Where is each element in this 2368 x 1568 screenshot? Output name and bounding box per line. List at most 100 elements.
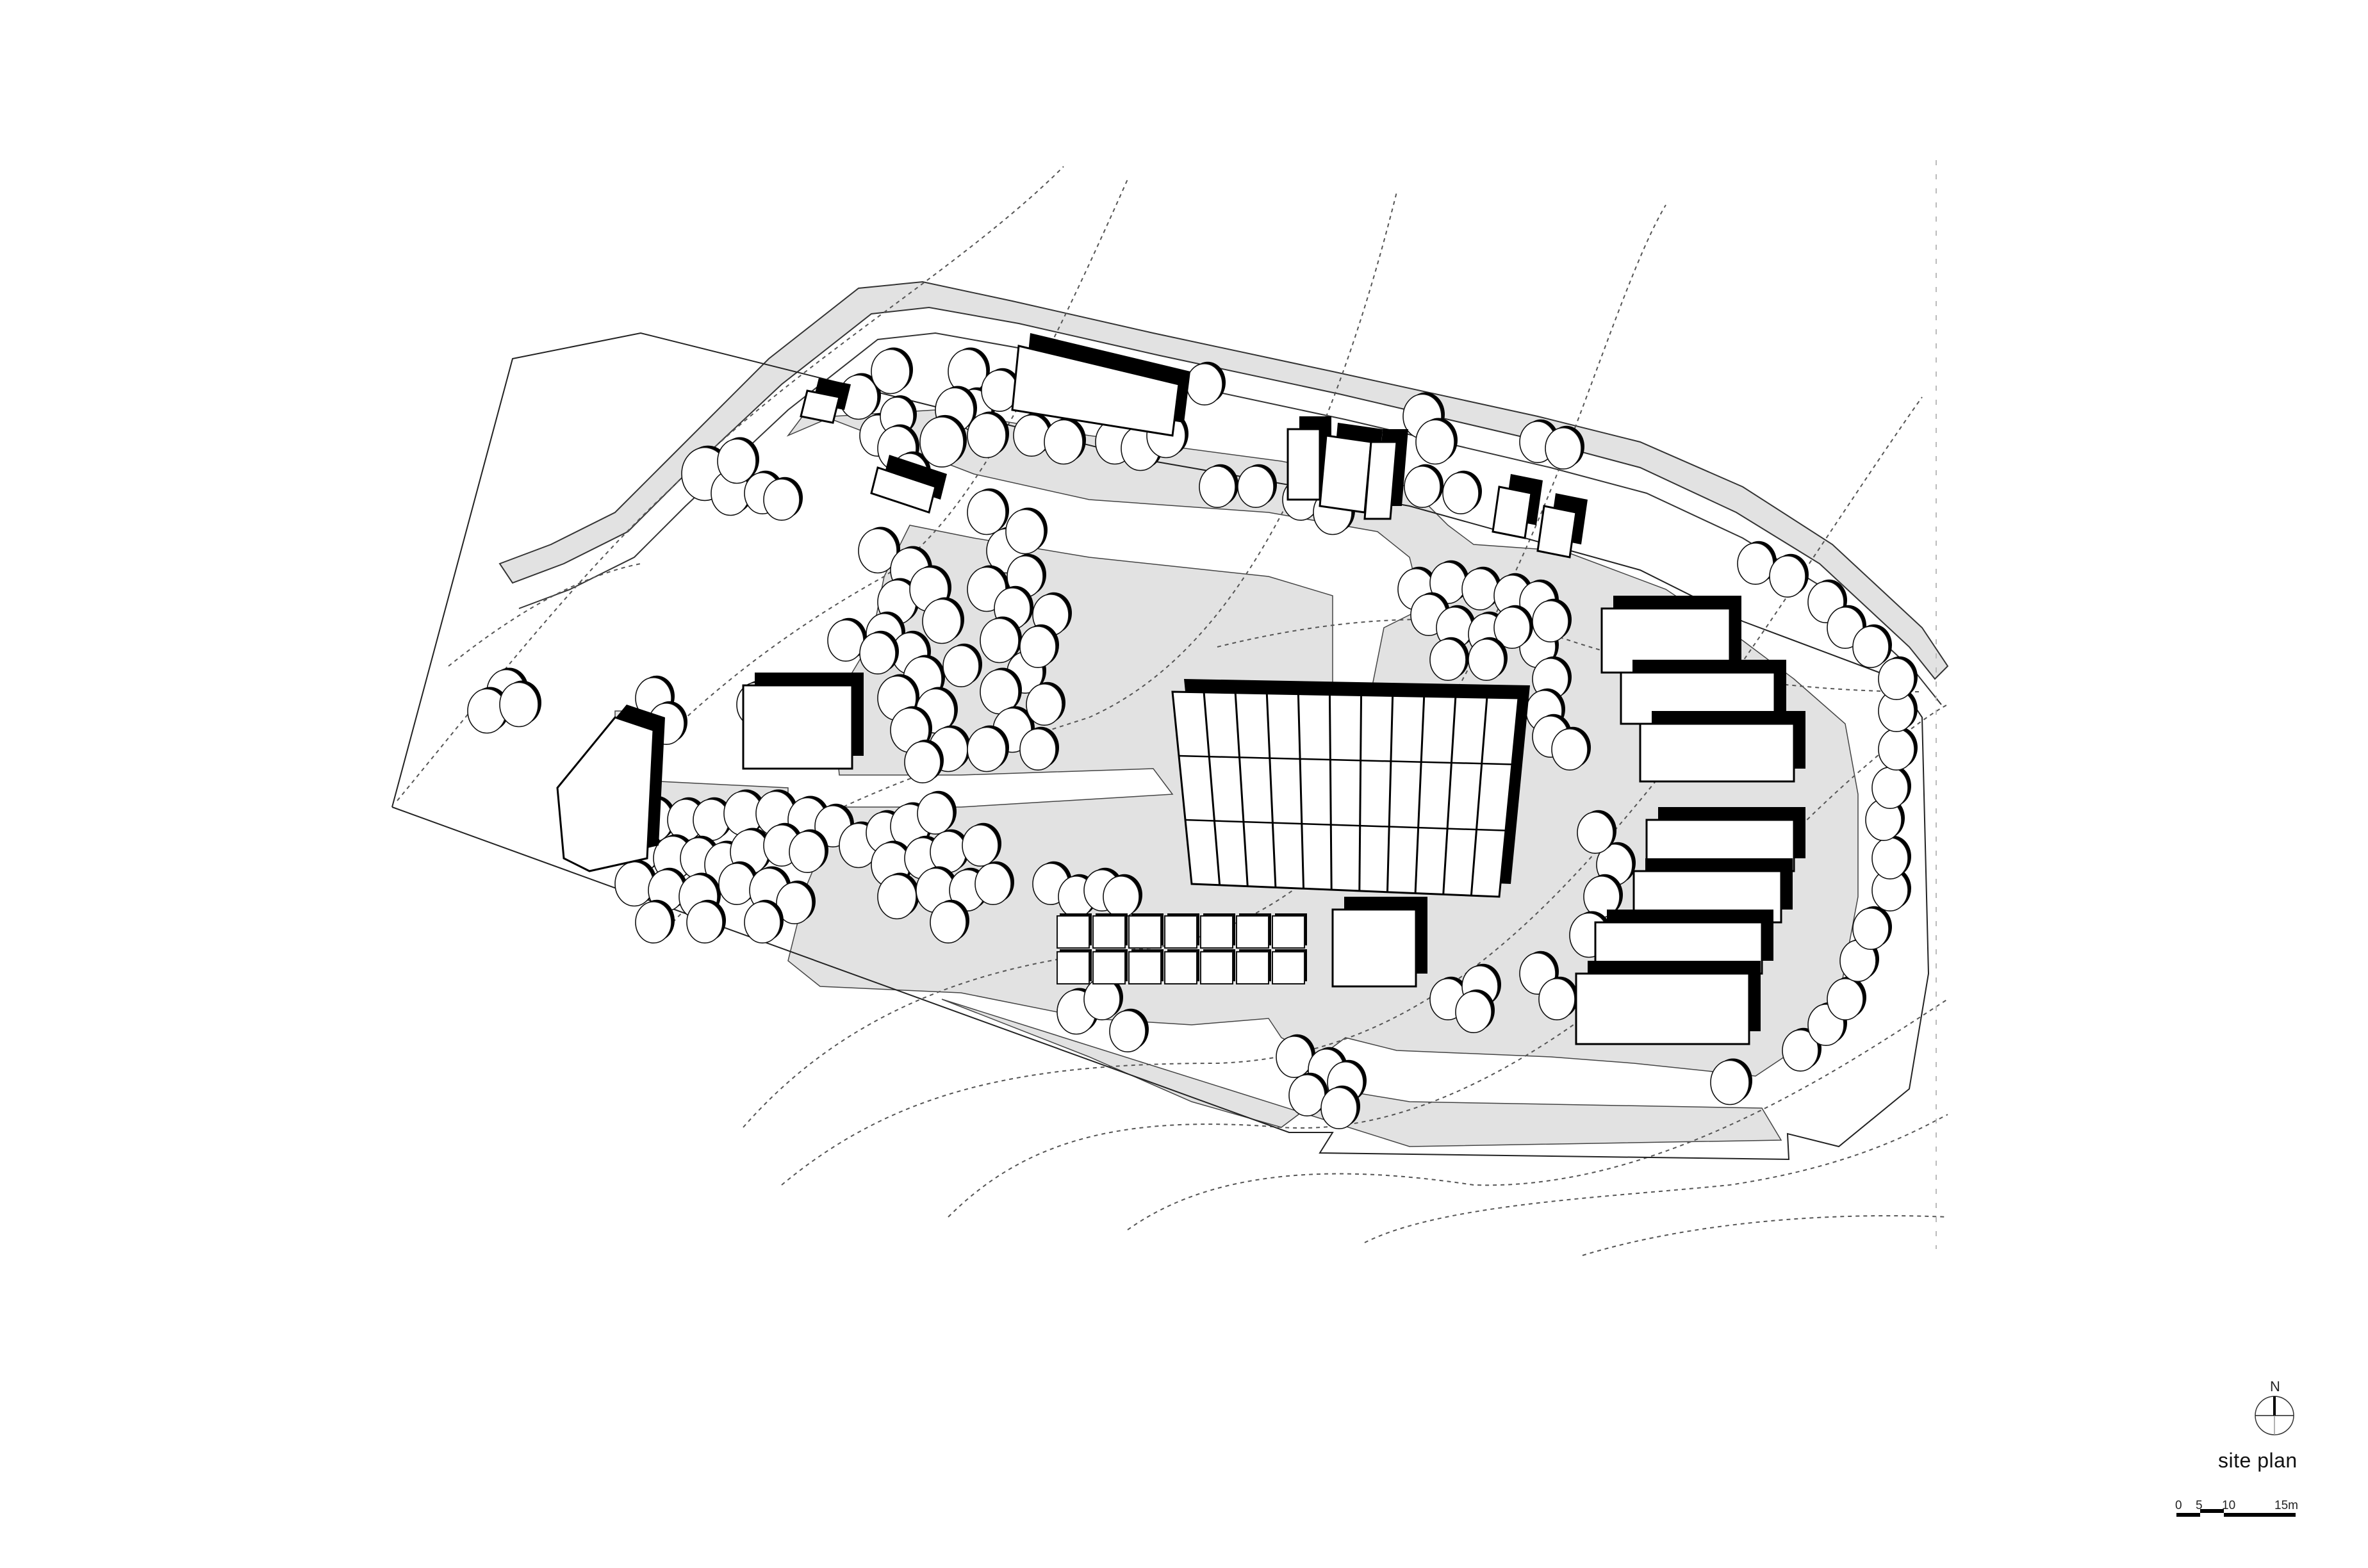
tree-icon xyxy=(1852,624,1892,668)
tree-icon xyxy=(1493,605,1533,649)
tree-icon xyxy=(693,797,732,842)
tree-icon xyxy=(717,437,759,484)
tree-icon xyxy=(1436,605,1476,649)
tree-icon xyxy=(763,477,803,521)
tree-icon xyxy=(1320,1085,1360,1130)
tree-icon xyxy=(1429,637,1469,681)
tree-icon xyxy=(1769,553,1809,598)
tree-icon xyxy=(1852,906,1892,951)
tree-icon xyxy=(1577,810,1616,854)
tree-icon xyxy=(1532,598,1572,642)
tree-icon xyxy=(1109,1008,1149,1053)
tree-icon xyxy=(1415,418,1458,465)
building-dorm-3 xyxy=(1639,711,1805,783)
tree-icon xyxy=(1276,1034,1315,1079)
tree-icon xyxy=(1019,624,1059,668)
building-studio-c xyxy=(1363,429,1408,520)
tree-icon xyxy=(1545,425,1584,470)
tree-icon xyxy=(827,617,867,662)
tree-icon xyxy=(789,829,828,874)
tree-icon xyxy=(948,347,990,395)
scale-bar-labels: 0 5 10 15m xyxy=(2166,1499,2368,1514)
tree-icon xyxy=(1019,726,1059,771)
tree-icon xyxy=(871,347,913,395)
building-courtyard-house xyxy=(742,673,864,770)
tree-icon xyxy=(1199,464,1238,508)
tree-icon xyxy=(1429,560,1469,604)
scale-bar xyxy=(2176,1509,2296,1517)
tree-icon xyxy=(1404,464,1443,508)
tree-icon xyxy=(922,597,964,644)
tree-icon xyxy=(718,861,758,906)
tree-icon xyxy=(1455,989,1495,1034)
building-dorm-7 xyxy=(1575,961,1761,1045)
tree-icon xyxy=(917,790,957,835)
scale-tick-5: 5 xyxy=(2196,1499,2203,1512)
tree-icon xyxy=(1532,656,1572,701)
scale-tick-10: 10 xyxy=(2222,1499,2236,1512)
tree-icon xyxy=(1288,1072,1328,1117)
tree-icon xyxy=(1237,464,1277,508)
building-main-hall xyxy=(1171,679,1530,898)
drawing-title: site plan xyxy=(2218,1449,2298,1472)
tree-icon xyxy=(744,899,784,944)
building-dorm-1 xyxy=(1600,596,1741,674)
tree-icon xyxy=(942,643,982,687)
tree-icon xyxy=(1710,1058,1752,1106)
tree-icon xyxy=(1878,656,1918,701)
tree-icon xyxy=(635,899,675,944)
tree-icon xyxy=(1026,682,1065,726)
tree-icon xyxy=(776,880,816,925)
tree-icon xyxy=(981,368,1021,412)
north-label: N xyxy=(2270,1378,2280,1394)
tree-icon xyxy=(1013,412,1053,457)
tree-icon xyxy=(1044,418,1086,465)
tree-icon xyxy=(1005,507,1048,555)
building-hut-2 xyxy=(1536,493,1588,559)
tree-icon xyxy=(858,527,900,574)
building-north-lodge xyxy=(1011,333,1190,437)
tree-icon xyxy=(967,411,1009,459)
building-shed-west xyxy=(870,455,947,514)
tree-icon xyxy=(1871,835,1911,880)
north-arrow-icon xyxy=(2255,1396,2294,1435)
tree-icon xyxy=(930,899,969,944)
tree-icon xyxy=(980,667,1022,715)
scale-tick-0: 0 xyxy=(2175,1499,2182,1512)
tree-icon xyxy=(1583,874,1623,919)
building-annex-block xyxy=(1331,897,1427,988)
tree-icon xyxy=(904,739,944,784)
legend: N site plan 0 5 10 15m xyxy=(2166,1377,2368,1537)
tree-icon xyxy=(1103,874,1142,919)
tree-icon xyxy=(1782,1027,1821,1072)
tree-icon xyxy=(1186,361,1226,405)
tree-icon xyxy=(877,872,919,920)
building-west-house xyxy=(556,705,665,872)
building-north-cabin xyxy=(800,378,851,424)
tree-icon xyxy=(1461,566,1501,610)
scale-tick-15: 15m xyxy=(2274,1499,2298,1512)
tree-icon xyxy=(967,488,1009,535)
tree-icon xyxy=(1878,726,1918,771)
greenhouse-grid xyxy=(1057,913,1307,984)
tree-icon xyxy=(980,616,1022,664)
tree-icon xyxy=(1468,637,1508,681)
tree-icon xyxy=(1083,976,1123,1021)
tree-icon xyxy=(1538,976,1578,1021)
tree-icon xyxy=(1827,976,1866,1021)
tree-icon xyxy=(1442,470,1482,514)
tree-icon xyxy=(499,680,541,728)
tree-icon xyxy=(1551,726,1591,771)
tree-icon xyxy=(919,414,967,468)
tree-icon xyxy=(967,725,1009,772)
building-hut-1 xyxy=(1492,474,1543,539)
buildings xyxy=(556,333,1805,1045)
tree-icon xyxy=(467,687,509,734)
tree-icon xyxy=(723,789,766,837)
tree-icon xyxy=(1737,541,1777,585)
tree-icon xyxy=(686,899,726,944)
tree-icon xyxy=(974,861,1014,906)
tree-icon xyxy=(859,630,899,674)
tree-icon xyxy=(930,829,969,874)
